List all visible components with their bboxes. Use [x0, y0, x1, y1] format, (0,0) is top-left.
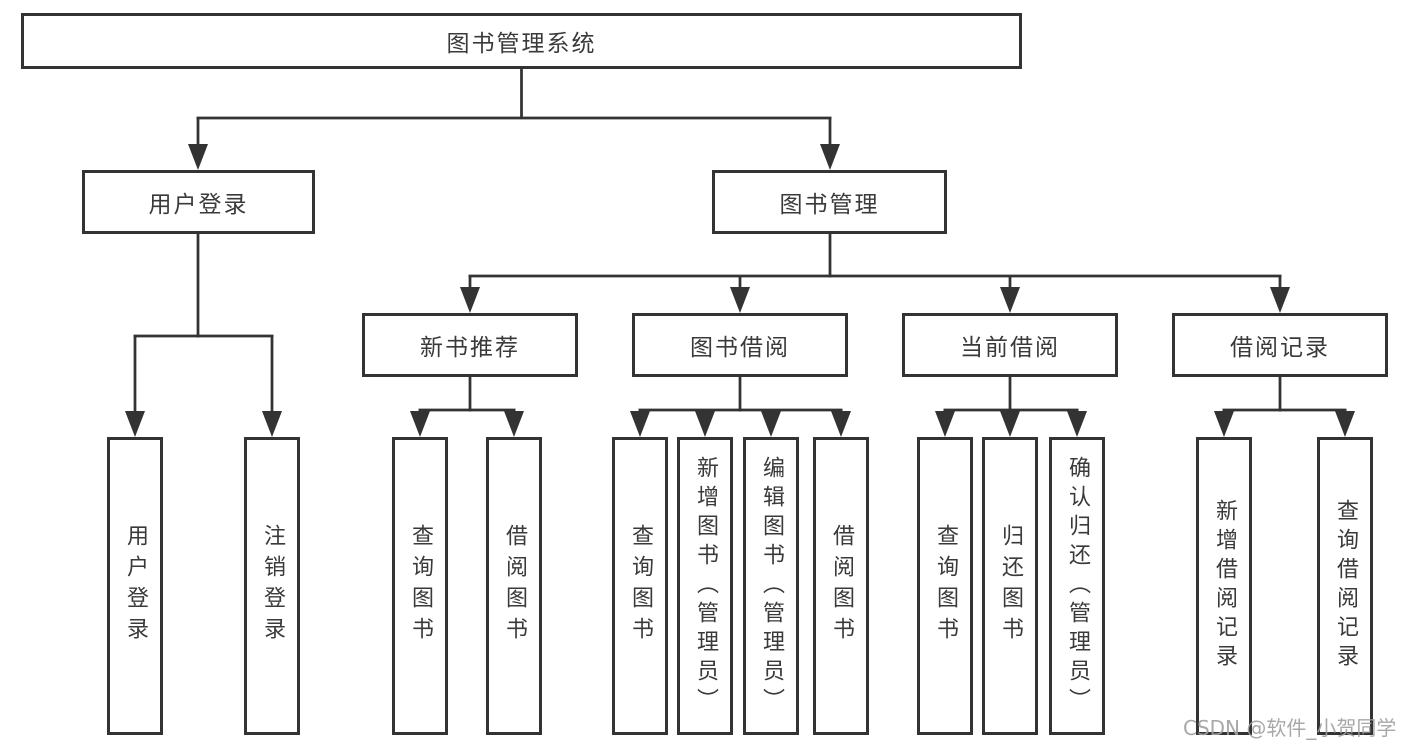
node-library-system: 图书管理系统	[21, 13, 1022, 69]
leaf-query-book-current: 查询图书	[917, 437, 973, 735]
node-book-borrow: 图书借阅	[632, 313, 848, 377]
node-borrow-records: 借阅记录	[1172, 313, 1388, 377]
node-current-borrow: 当前借阅	[902, 313, 1118, 377]
leaf-user-login: 用户登录	[107, 437, 163, 735]
leaf-borrow-book: 借阅图书	[813, 437, 869, 735]
watermark-text: CSDN @软件_小贺同学	[1183, 716, 1397, 740]
leaf-query-book-borrow: 查询图书	[612, 437, 668, 735]
leaf-logout: 注销登录	[244, 437, 300, 735]
leaf-query-book-recommend: 查询图书	[392, 437, 448, 735]
node-new-book-recommend: 新书推荐	[362, 313, 578, 377]
node-user-login-module: 用户登录	[82, 170, 315, 234]
node-book-management-module: 图书管理	[712, 170, 947, 234]
leaf-add-book-admin: 新增图书（管理员）	[677, 437, 733, 735]
leaf-confirm-return-admin: 确认归还（管理员）	[1049, 437, 1105, 735]
leaf-return-book: 归还图书	[982, 437, 1038, 735]
leaf-edit-book-admin: 编辑图书（管理员）	[743, 437, 799, 735]
leaf-query-borrow-record: 查询借阅记录	[1317, 437, 1373, 735]
leaf-borrow-book-recommend: 借阅图书	[486, 437, 542, 735]
leaf-add-borrow-record: 新增借阅记录	[1196, 437, 1252, 735]
